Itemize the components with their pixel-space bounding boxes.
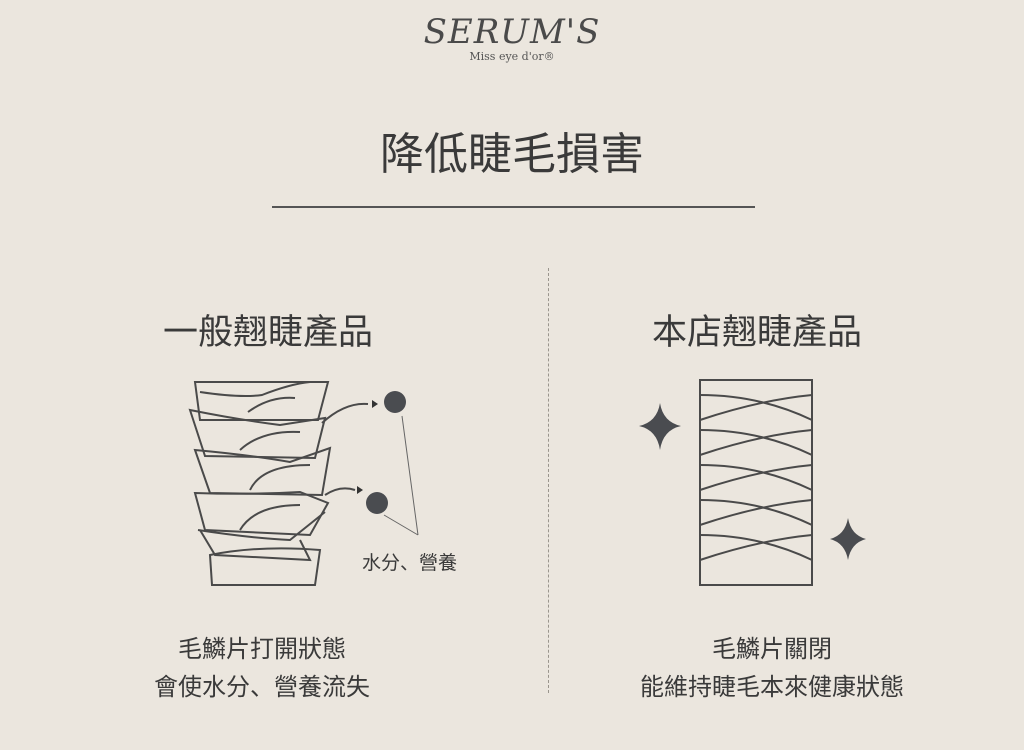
right-caption: 毛鱗片關閉 能維持睫毛本來健康狀態 [572, 630, 972, 706]
right-caption-line: 毛鱗片關閉 [712, 635, 832, 663]
nutrient-dot-icon [384, 391, 406, 413]
left-caption: 毛鱗片打開狀態 會使水分、營養流失 [62, 630, 462, 706]
sparkle-icon [830, 518, 866, 560]
closed-cuticle-hair-icon [699, 379, 813, 586]
left-caption-line: 會使水分、營養流失 [154, 673, 370, 701]
logo-wordmark: SERUM'S [423, 12, 601, 52]
left-heading: 一般翹睫產品 [162, 313, 373, 353]
pointer-lines [383, 415, 419, 536]
right-caption-line: 能維持睫毛本來健康狀態 [640, 673, 904, 701]
column-divider [548, 268, 549, 693]
open-cuticle-hair-icon [188, 381, 369, 586]
title-underline [272, 206, 755, 208]
moisture-dot-icon [366, 492, 388, 514]
left-caption-line: 毛鱗片打開狀態 [178, 635, 346, 663]
right-heading: 本店翹睫產品 [651, 313, 862, 353]
arrow-head-icon [372, 400, 378, 408]
arrow-head-icon [357, 486, 363, 494]
logo-subtitle: Miss eye d'or® [469, 50, 555, 63]
moisture-nutrient-label: 水分、營養 [362, 552, 458, 574]
brand-logo: SERUM'S Miss eye d'or® [412, 14, 612, 63]
page-title: 降低睫毛損害 [380, 129, 644, 180]
sparkle-icon [639, 403, 681, 450]
